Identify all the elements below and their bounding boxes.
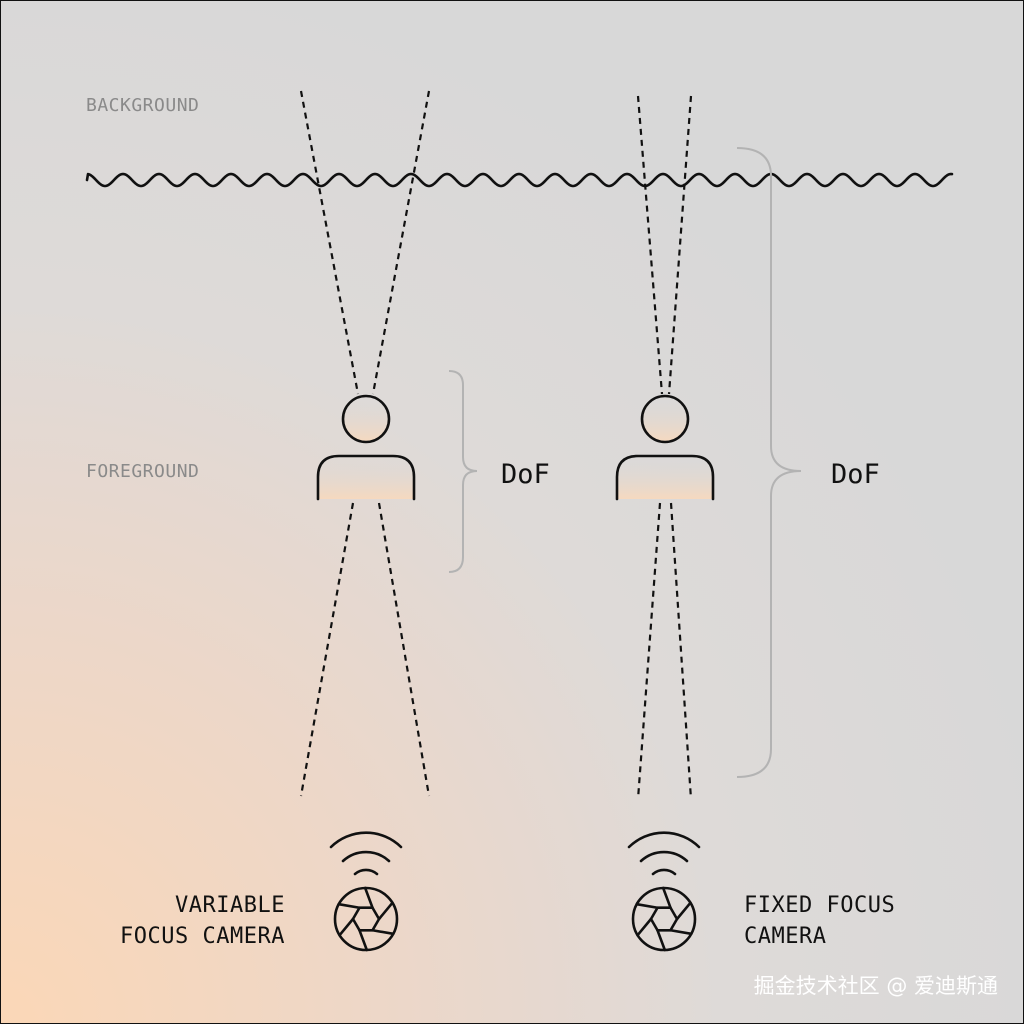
aperture-blade [635,902,672,910]
aperture-blade [363,886,381,921]
right-view-line-lower-b [669,502,693,800]
right-view-line-lower-a [636,502,662,800]
left-view-line-upper-a [299,90,360,395]
aperture-blade [371,901,394,932]
right-signal-icon [627,831,701,876]
aperture-blade [656,928,693,936]
right-view-line-upper-a [636,95,664,395]
aperture-blade [338,906,361,937]
left-dof-bracket [448,370,478,573]
aperture-blade [661,886,679,921]
right-person-icon [615,394,715,501]
left-dof-label: DoF [501,459,550,490]
left-view-line-upper-b [371,90,431,395]
foreground-label: FOREGROUND [86,461,199,482]
aperture-blade [649,917,667,952]
left-camera-label-line-2: FOCUS CAMERA [120,924,285,949]
aperture-blade [358,928,395,936]
left-signal-icon [329,831,403,876]
background-label: BACKGROUND [86,95,199,116]
left-camera-aperture-icon [333,886,399,952]
right-camera-label-line-1: FIXED FOCUS [744,893,895,918]
right-view-line-upper-b [667,95,693,395]
aperture-blade [636,906,659,937]
watermark: 掘金技术社区 @ 爱迪斯通 [754,974,998,998]
aperture-blade [351,917,369,952]
right-dof-label: DoF [831,459,880,490]
aperture-blade [337,902,374,910]
right-camera-label-line-2: CAMERA [744,924,826,949]
background-wave-line [85,172,954,188]
aperture-blade [669,901,692,932]
left-view-line-lower-a [299,502,355,797]
left-person-icon [316,394,416,501]
left-view-line-lower-b [377,502,431,797]
right-camera-aperture-icon [631,886,697,952]
right-dof-bracket [736,147,802,778]
left-camera-label-line-1: VARIABLE [175,893,285,918]
